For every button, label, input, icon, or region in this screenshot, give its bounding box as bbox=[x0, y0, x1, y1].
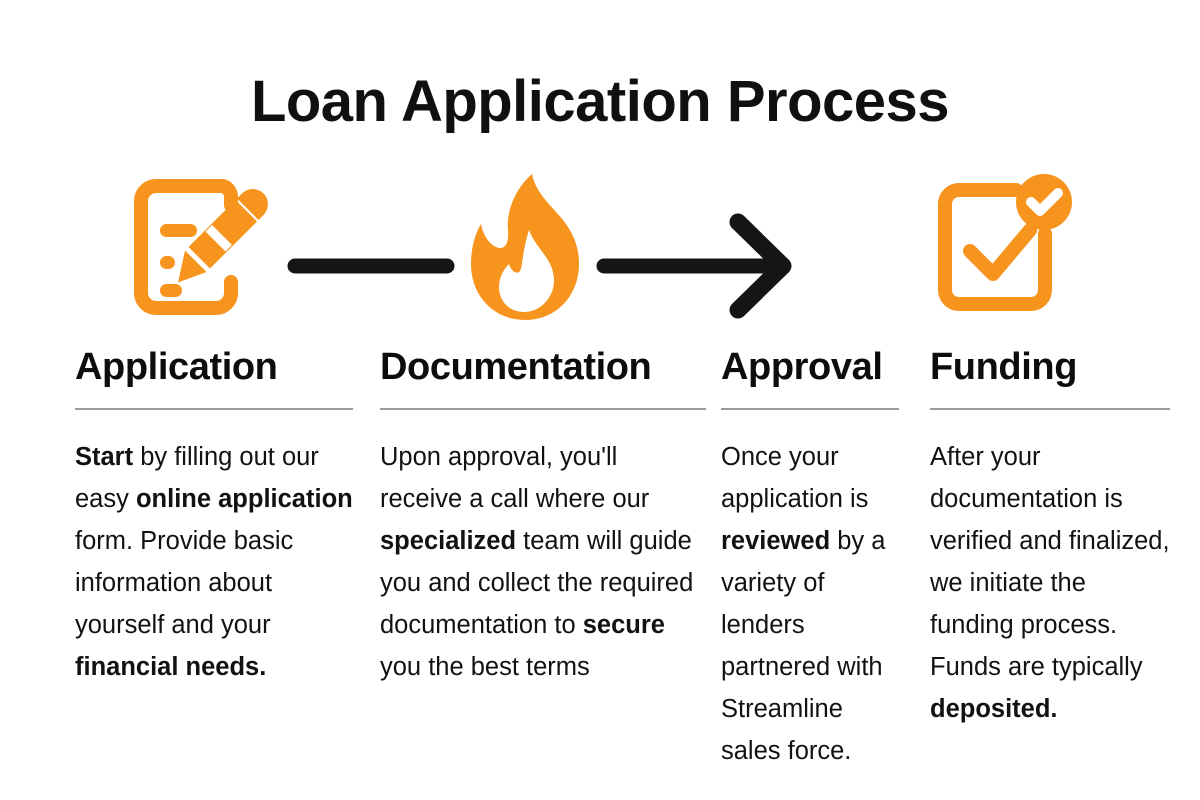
process-step-approval: Approval Once your application is review… bbox=[721, 348, 899, 772]
process-step-application: Application Start by filling out our eas… bbox=[75, 348, 353, 688]
form-with-pencil-icon bbox=[126, 172, 268, 322]
step-body-funding: After your documentation is verified and… bbox=[930, 443, 1170, 723]
step-heading-documentation: Documentation bbox=[380, 346, 652, 388]
step-heading-approval: Approval bbox=[721, 346, 883, 388]
step-divider-documentation bbox=[380, 408, 706, 410]
checkbox-approved-icon bbox=[932, 172, 1074, 320]
step-heading-application: Application bbox=[75, 346, 278, 388]
step-body-documentation: Upon approval, you'll receive a call whe… bbox=[380, 443, 694, 681]
step-divider-application bbox=[75, 408, 353, 410]
step-divider-approval bbox=[721, 408, 899, 410]
step-body-approval: Once your application is reviewed by a v… bbox=[721, 443, 886, 765]
process-step-documentation: Documentation Upon approval, you'll rece… bbox=[380, 348, 706, 688]
step-heading-funding: Funding bbox=[930, 346, 1078, 388]
step-divider-funding bbox=[930, 408, 1170, 410]
process-columns: Application Start by filling out our eas… bbox=[0, 348, 1200, 788]
plain-line-connector bbox=[287, 172, 455, 332]
step-body-application: Start by filling out our easy online app… bbox=[75, 443, 353, 681]
flame-icon bbox=[466, 172, 584, 324]
page-title: Loan Application Process bbox=[250, 69, 950, 134]
process-icon-band bbox=[0, 172, 1200, 332]
arrow-connector bbox=[596, 172, 798, 332]
process-step-funding: Funding After your documentation is veri… bbox=[930, 348, 1170, 730]
